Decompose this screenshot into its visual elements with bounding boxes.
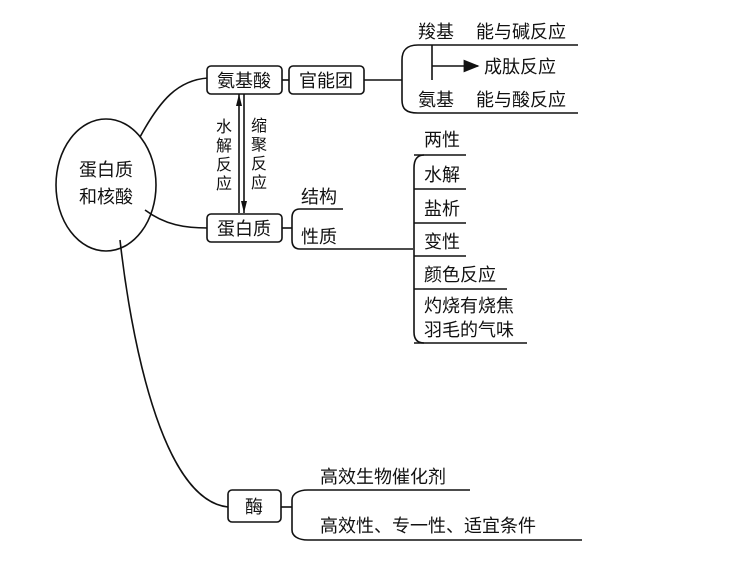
properties-list-bracket [413, 154, 425, 344]
enzyme-label: 酶 [245, 497, 263, 518]
center-label-line1: 蛋白质 [79, 160, 133, 181]
amino-acid-label: 氨基酸 [217, 71, 271, 92]
condensation-char-2: 聚 [251, 135, 267, 154]
arrowhead-up-icon [236, 94, 242, 106]
enzyme-item1: 高效生物催化剂 [320, 467, 446, 488]
condensation-char-3: 反 [251, 154, 267, 173]
hydrolysis-char-4: 应 [216, 174, 232, 193]
hydrolysis-char-3: 反 [216, 155, 232, 174]
hydrolysis-char-2: 解 [216, 136, 232, 155]
property-burn-line2: 羽毛的气味 [424, 320, 514, 341]
property-hydrolysis: 水解 [424, 165, 460, 186]
peptide-label: 成肽反应 [484, 57, 556, 78]
hydrolysis-char-1: 水 [216, 117, 232, 136]
enzyme-bracket [291, 489, 309, 541]
center-label-line2: 和核酸 [79, 187, 133, 208]
branch-to-protein [144, 209, 209, 229]
carboxyl-property: 能与碱反应 [476, 22, 566, 43]
amino-name: 氨基 [418, 90, 454, 111]
functional-group-bracket [401, 44, 419, 114]
condensation-char-1: 缩 [251, 116, 267, 135]
property-two-sided: 两性 [424, 130, 460, 151]
protein-label: 蛋白质 [217, 219, 271, 240]
properties-label: 性质 [301, 227, 337, 248]
branch-to-amino-acid [139, 77, 209, 138]
property-color-reaction: 颜色反应 [424, 265, 496, 286]
branch-to-enzyme [119, 239, 229, 508]
amino-property: 能与酸反应 [476, 90, 566, 111]
enzyme-item2: 高效性、专一性、适宜条件 [320, 516, 536, 537]
condensation-char-4: 应 [251, 173, 267, 192]
protein-bracket [291, 208, 301, 250]
property-denaturation: 变性 [424, 232, 460, 253]
center-node [55, 118, 157, 252]
carboxyl-name: 羧基 [418, 22, 454, 43]
property-burn-line1: 灼烧有烧焦 [424, 296, 514, 317]
enzyme-box [227, 489, 282, 523]
functional-group-label: 官能团 [299, 71, 353, 92]
arrowhead-down-icon [241, 201, 247, 213]
property-salting-out: 盐析 [424, 199, 460, 220]
structure-label: 结构 [301, 187, 337, 208]
